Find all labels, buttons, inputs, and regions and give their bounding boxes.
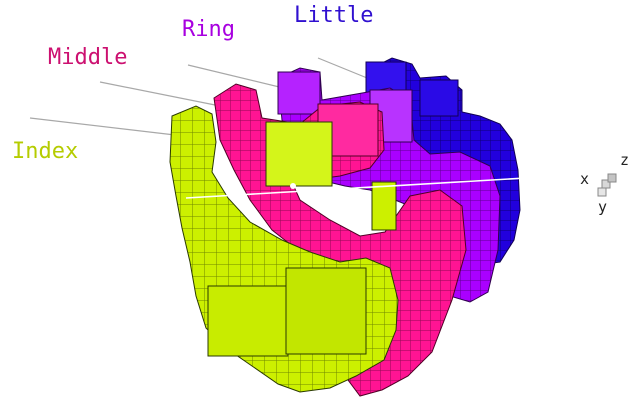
ring-fingertip-cube: [278, 72, 320, 114]
palm-block-2: [286, 268, 366, 354]
thumb-cube: [372, 182, 396, 230]
little-fingertip-cube-2: [420, 80, 458, 116]
gizmo-cube-2: [608, 174, 616, 182]
axis-label-y: y: [598, 198, 607, 216]
label-middle: Middle: [48, 45, 127, 70]
label-ring: Ring: [182, 17, 235, 42]
axis-label-z: z: [620, 151, 629, 169]
palm-block-1: [208, 286, 288, 356]
leader-line-little: [318, 58, 372, 80]
leader-line-index: [30, 118, 175, 135]
gizmo-cube-3: [598, 188, 606, 196]
origin-marker: [290, 183, 296, 189]
label-index: Index: [12, 139, 78, 164]
label-little: Little: [294, 3, 373, 28]
index-fingertip-cube: [266, 122, 332, 186]
orientation-gizmo: x z y: [580, 151, 629, 216]
axis-label-x: x: [580, 170, 589, 188]
